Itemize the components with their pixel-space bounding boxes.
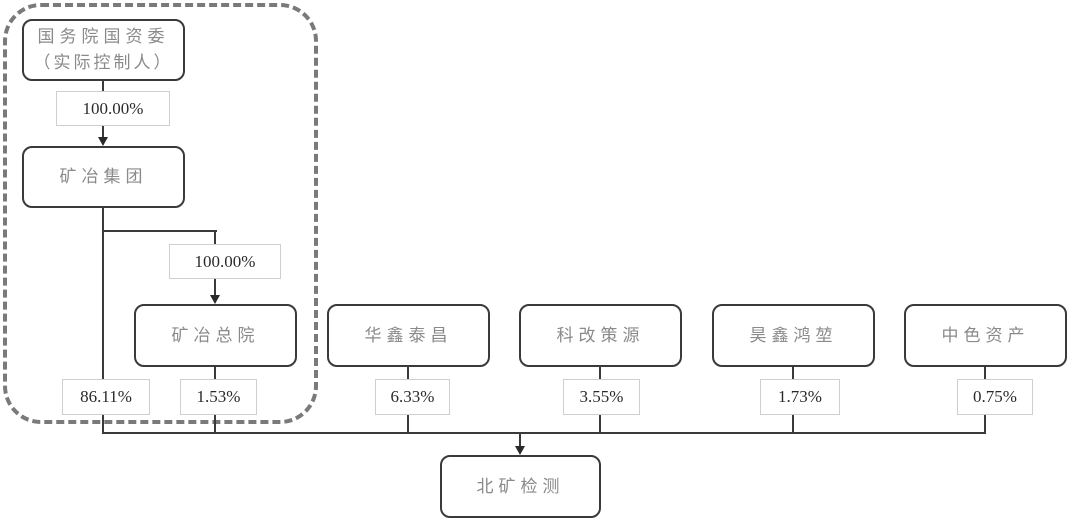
pct-institute-target: 1.53% xyxy=(180,379,257,415)
pct-kegai-target: 3.55% xyxy=(563,379,640,415)
pct-huaxin-target: 6.33% xyxy=(375,379,450,415)
connector-bus-to-target xyxy=(519,432,521,447)
pct-haoxin-target: 1.73% xyxy=(760,379,840,415)
node-sasac: 国务院国资委 （实际控制人） xyxy=(22,19,185,81)
node-label: 北矿检测 xyxy=(476,476,565,497)
pct-sasac-group: 100.00% xyxy=(56,91,170,126)
node-bgrimm-institute: 矿冶总院 xyxy=(134,304,297,367)
node-sasac-role: （实际控制人） xyxy=(33,53,174,73)
connector-branch-down xyxy=(214,230,216,244)
arrow-down-icon xyxy=(98,137,108,146)
node-sasac-name: 国务院国资委 xyxy=(37,27,170,47)
node-zhongse-assets: 中色资产 xyxy=(904,304,1067,367)
pct-group-target: 86.11% xyxy=(62,379,150,415)
arrow-down-icon xyxy=(515,446,525,455)
connector-sasac-group-lower xyxy=(102,126,104,138)
arrow-down-icon xyxy=(210,295,220,304)
node-bgrimm-group: 矿冶集团 xyxy=(22,146,185,208)
pct-zhongse-target: 0.75% xyxy=(957,379,1033,415)
controller-group-outline xyxy=(3,3,318,424)
connector-sasac-group xyxy=(102,80,104,91)
connector-branch-down-lower xyxy=(214,279,216,296)
connector-group-branch xyxy=(102,230,217,232)
node-label: 中色资产 xyxy=(941,325,1030,346)
connector-group-trunk xyxy=(102,207,104,434)
node-label: 矿冶集团 xyxy=(59,167,148,187)
connector-bus xyxy=(102,432,986,434)
pct-group-institute: 100.00% xyxy=(169,244,281,279)
node-target: 北矿检测 xyxy=(440,455,601,518)
node-kegai-ceyuan: 科改策源 xyxy=(519,304,682,367)
node-label: 科改策源 xyxy=(556,325,645,346)
node-huaxin-taichang: 华鑫泰昌 xyxy=(327,304,490,367)
node-label: 矿冶总院 xyxy=(171,325,260,346)
node-label: 华鑫泰昌 xyxy=(364,325,453,346)
node-label: 昊鑫鸿堃 xyxy=(749,325,838,346)
node-haoxin-hongkun: 昊鑫鸿堃 xyxy=(712,304,875,367)
